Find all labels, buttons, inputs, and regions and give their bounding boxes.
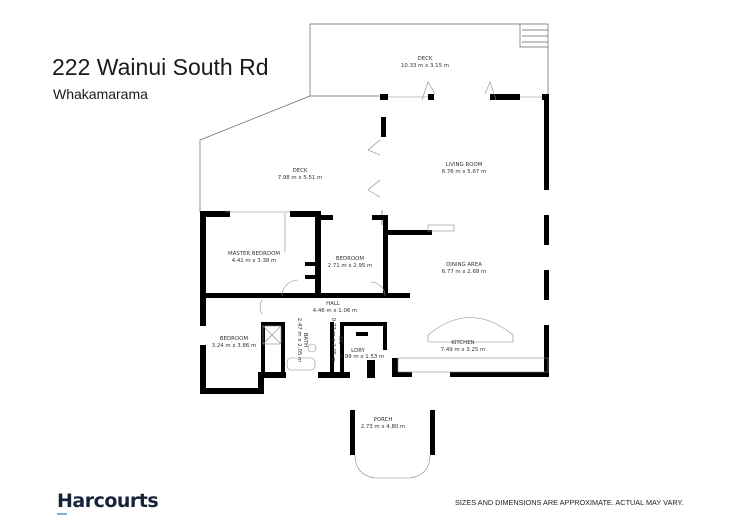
room-dims-bedroom2: 2.71 m x 2.95 m (328, 263, 373, 269)
disclaimer-text: SIZES AND DIMENSIONS ARE APPROXIMATE. AC… (455, 498, 684, 507)
room-dims-master: 4.41 m x 3.38 m (232, 258, 277, 264)
room-name-bedroom2: BEDROOM (336, 256, 364, 262)
fixtures (225, 81, 549, 479)
room-name-laundry: LDRY (351, 348, 366, 354)
room-dims-laundry: 0.99 m x 1.53 m (340, 354, 385, 360)
room-name-bath: BATH (302, 333, 308, 347)
logo-accent-bar (57, 513, 67, 515)
room-dims-bath: 2.47 m x 2.05 m (296, 318, 302, 363)
room-name-wc: WC (337, 335, 343, 344)
room-name-kitchen: KITCHEN (451, 340, 474, 346)
room-dims-living: 6.76 m x 5.67 m (442, 169, 487, 175)
room-dims-bedroom3: 3.24 m x 3.86 m (212, 343, 257, 349)
walls (200, 94, 549, 455)
deck-outline (199, 23, 549, 225)
room-dims-wc: 0.73 m x 2.05 m (330, 318, 336, 363)
property-suburb: Whakamarama (53, 86, 148, 102)
room-dims-dining: 6.77 m x 2.68 m (442, 269, 487, 275)
room-dims-deck-left: 7.98 m x 5.51 m (278, 175, 323, 181)
property-address: 222 Wainui South Rd (52, 54, 269, 80)
room-name-living: LIVING ROOM (446, 162, 483, 168)
room-name-deck-left: DECK (293, 168, 308, 174)
room-name-hall: HALL (326, 301, 340, 307)
room-name-dining: DINING AREA (446, 262, 482, 268)
room-dims-porch: 2.73 m x 4.80 m (361, 424, 406, 430)
room-labels: DECK 10.33 m x 3.15 m DECK 7.98 m x 5.51… (212, 56, 487, 430)
room-dims-hall: 4.46 m x 1.06 m (313, 308, 358, 314)
room-name-porch: PORCH (374, 417, 393, 423)
room-name-deck-top: DECK (418, 56, 433, 62)
room-dims-kitchen: 7.49 m x 3.25 m (441, 347, 486, 353)
harcourts-logo: Harcourts (57, 490, 159, 512)
room-name-master: MASTER BEDROOM (228, 251, 280, 257)
room-dims-deck-top: 10.33 m x 3.15 m (401, 63, 449, 69)
room-name-bedroom3: BEDROOM (220, 336, 248, 342)
